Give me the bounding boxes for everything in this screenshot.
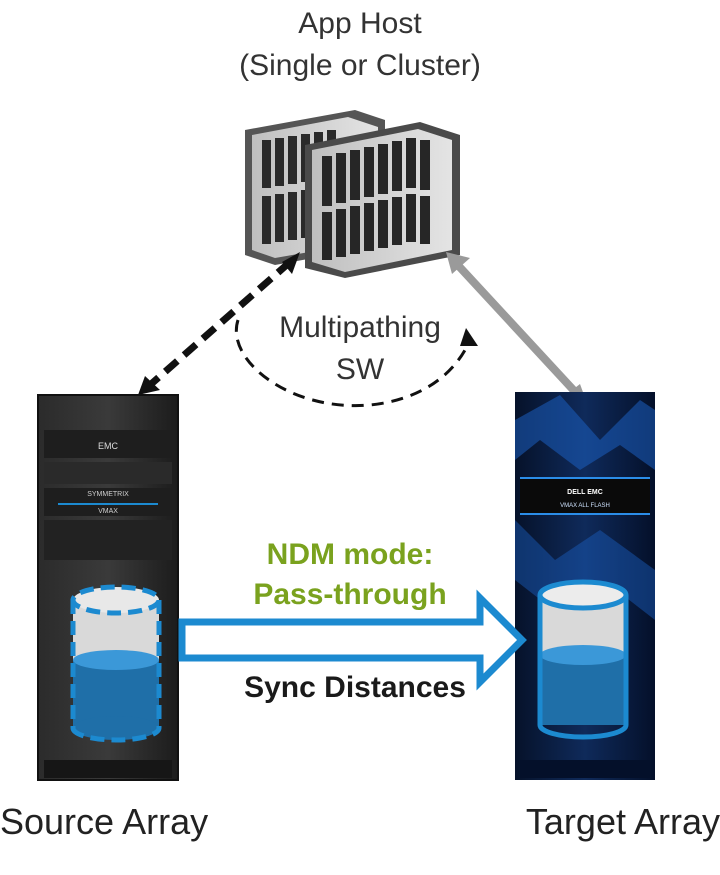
target-model-text: VMAX ALL FLASH — [560, 503, 610, 509]
target-array-label: Target Array — [525, 801, 720, 842]
multipathing-sw-label: SW — [335, 353, 385, 386]
source-volume-cylinder-icon — [70, 584, 162, 743]
source-model-text: SYMMETRIX — [87, 491, 129, 498]
ndm-mode-label: NDM mode: — [266, 538, 434, 571]
multipathing-curve-arrow — [234, 319, 478, 408]
replication-arrow — [178, 589, 527, 691]
host-source-dashed-arrow — [138, 252, 300, 395]
multipathing-label: Multipathing — [279, 311, 441, 344]
app-host-title: App Host — [298, 7, 422, 40]
app-host-subtitle: (Single or Cluster) — [239, 49, 481, 82]
host-target-gray-arrow — [446, 252, 588, 406]
source-array-label: Source Array — [0, 801, 209, 842]
target-brand-text: DELL EMC — [567, 489, 603, 496]
sync-distances-label: Sync Distances — [244, 671, 466, 704]
source-sub-text: VMAX — [98, 508, 118, 515]
source-brand-text: EMC — [98, 441, 119, 451]
ndm-pass-through-label: Pass-through — [253, 578, 447, 611]
app-host-server-icon — [245, 110, 460, 278]
target-volume-cylinder-icon — [537, 579, 629, 740]
